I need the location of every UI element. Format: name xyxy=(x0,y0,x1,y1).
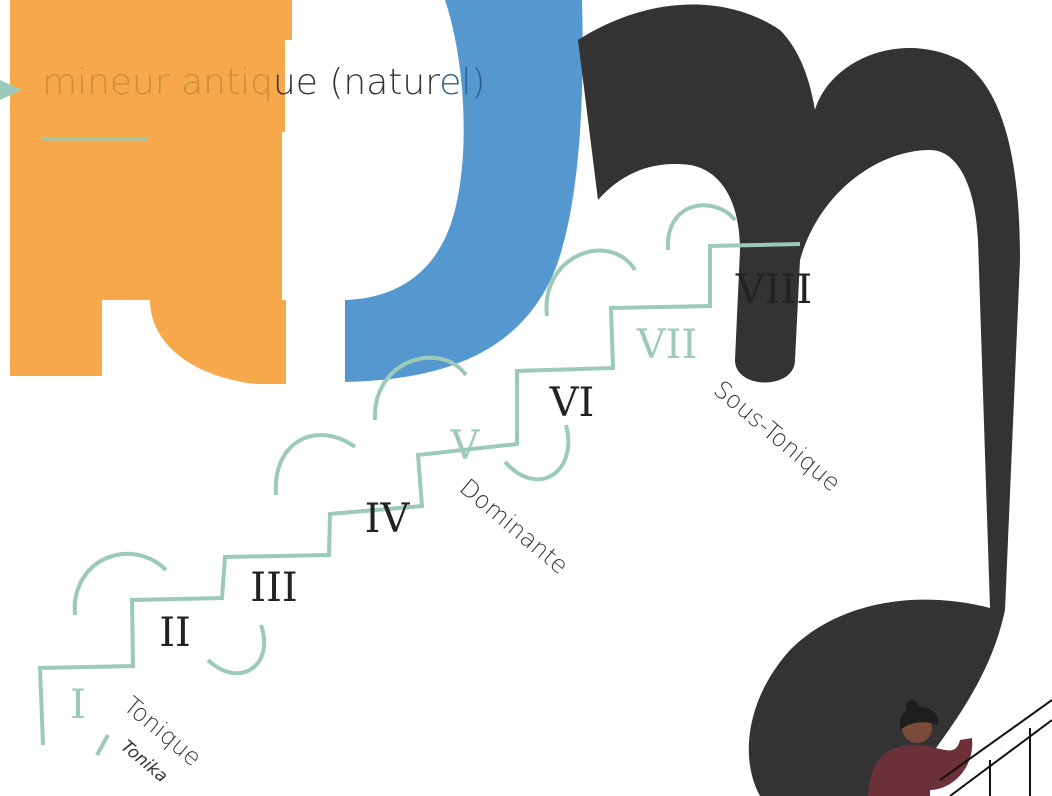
numeral-vi: VI xyxy=(549,380,595,426)
orange-letter-tail xyxy=(10,0,286,384)
tonika-dash xyxy=(95,734,110,756)
blue-letter-c xyxy=(345,0,583,382)
step-arc xyxy=(273,433,357,496)
numeral-ii: II xyxy=(159,610,191,656)
staircase xyxy=(37,242,801,746)
dark-music-note xyxy=(578,4,1020,796)
numeral-iv: IV xyxy=(365,496,411,542)
person-illustration xyxy=(868,699,1052,796)
step-arc xyxy=(503,424,571,482)
numeral-i: I xyxy=(70,682,86,728)
numeral-iii: III xyxy=(250,565,297,611)
page-title: mineur antique (naturel) xyxy=(42,62,485,103)
step-arc xyxy=(372,355,468,421)
title-part-orange: mineur antiq xyxy=(42,62,273,103)
step-arc xyxy=(544,248,637,317)
numeral-vii: VII xyxy=(636,322,698,368)
numeral-viii: VIII xyxy=(735,267,812,313)
step-arc xyxy=(665,203,737,251)
label-dominante: Dominante xyxy=(454,473,574,580)
title-arrow-icon xyxy=(0,80,22,100)
step-arc xyxy=(206,624,267,676)
label-sous-tonique: Sous-Tonique xyxy=(708,375,846,497)
title-part-blue: el) xyxy=(439,62,486,103)
title-part-white: ue (natur xyxy=(272,62,440,103)
numeral-v: V xyxy=(450,423,481,469)
step-arc xyxy=(72,551,168,616)
